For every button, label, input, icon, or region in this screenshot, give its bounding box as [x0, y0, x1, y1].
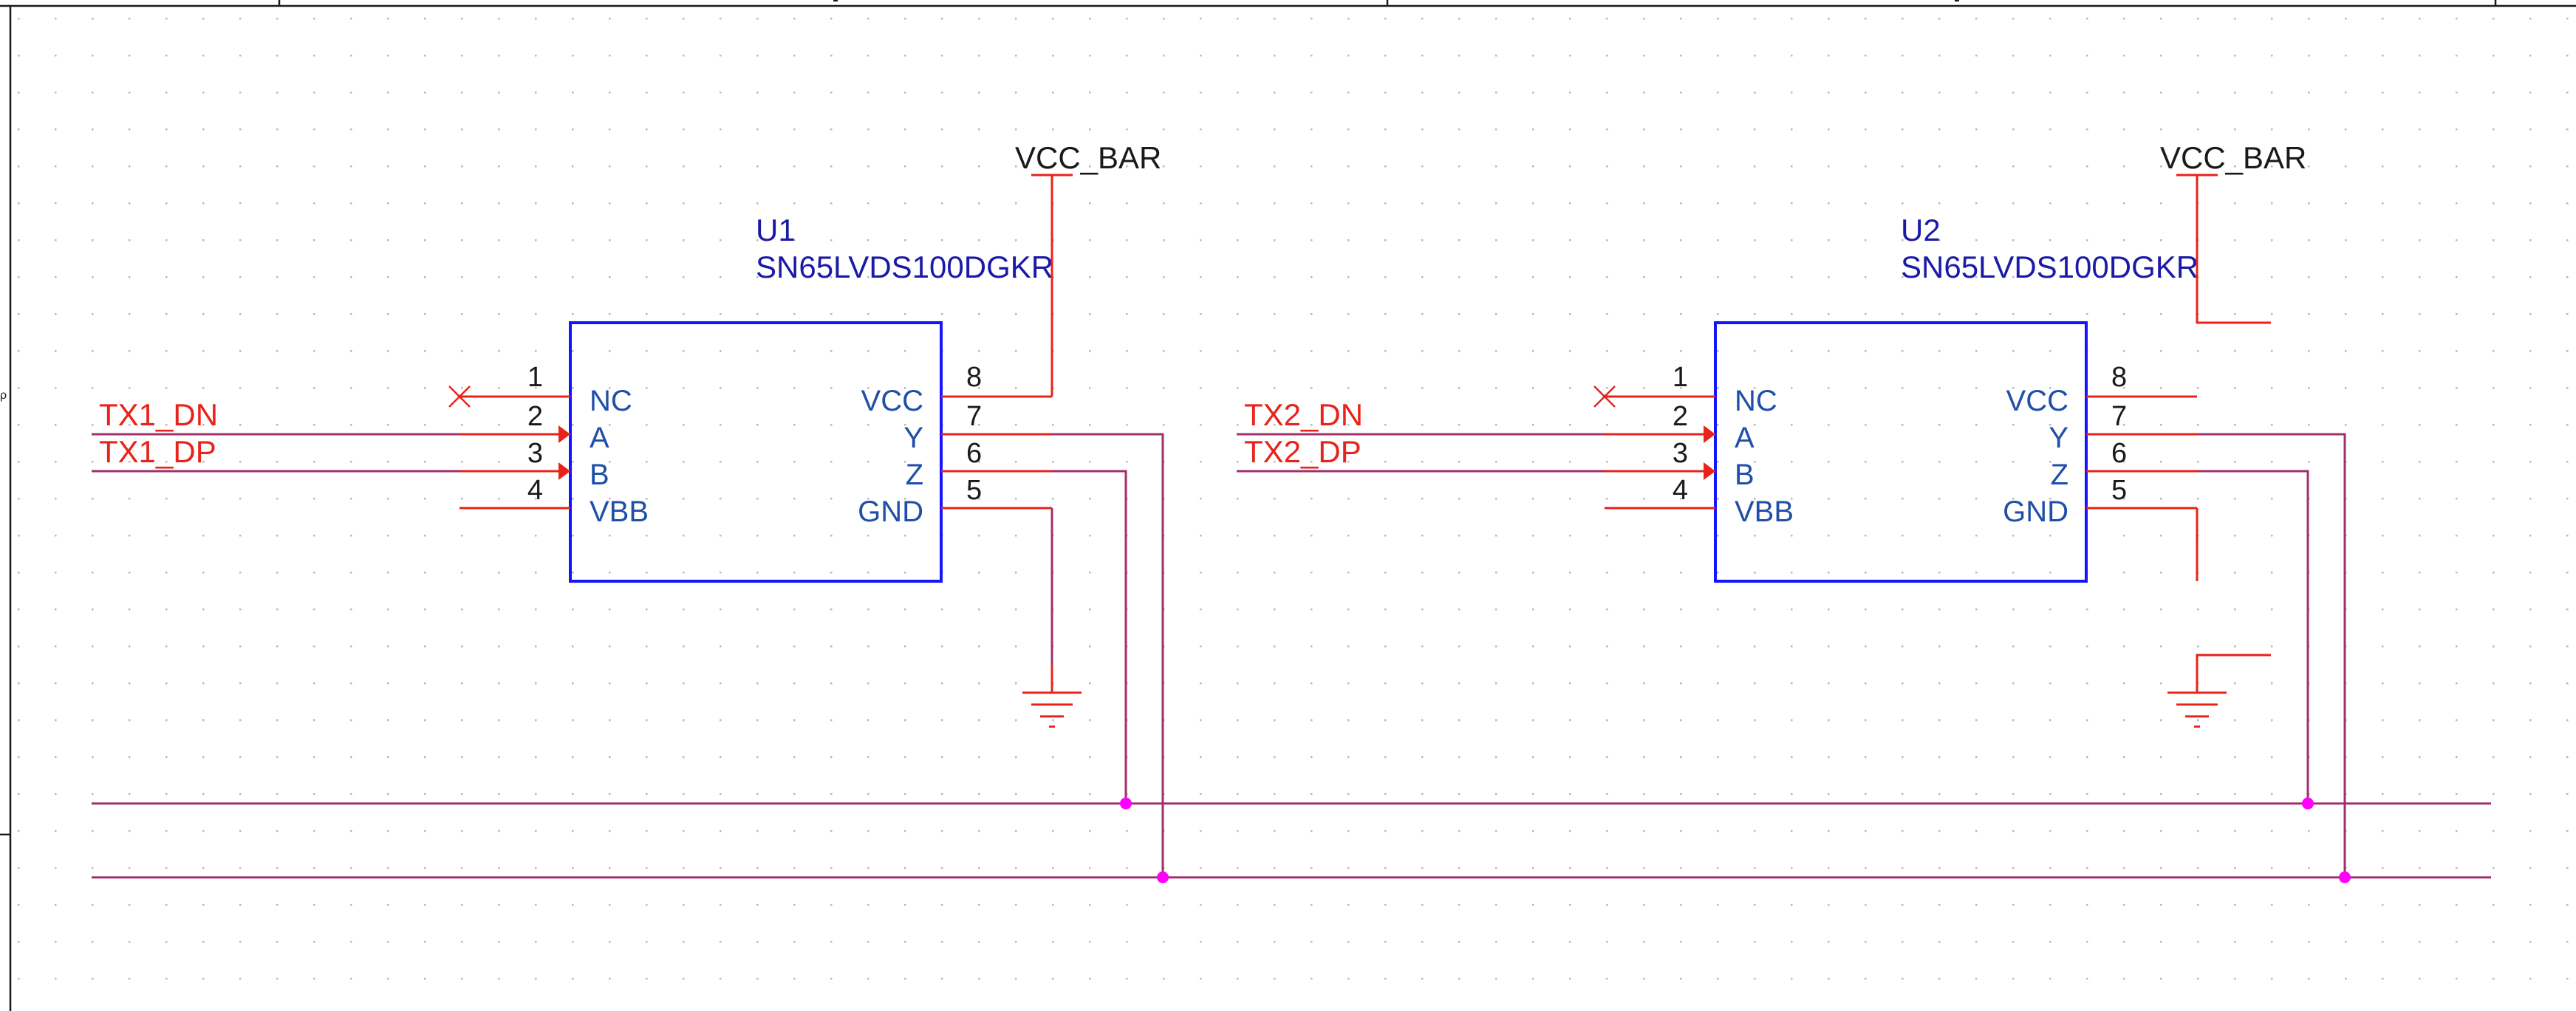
u1-pin7-name: Y	[903, 422, 923, 454]
u2-right-pins	[2086, 395, 2197, 510]
u1-part-number: SN65LVDS100DGKR	[756, 250, 1053, 284]
u1-vcc-power-symbol	[1031, 174, 1073, 397]
component-u1[interactable]: U1 SN65LVDS100DGKR 1 2 3 4 NC A B	[92, 140, 1169, 883]
u1-pin6-number: 6	[966, 438, 982, 469]
u2-vcc-label: VCC_BAR	[2160, 140, 2306, 175]
frame-marks: ρ	[0, 0, 1959, 402]
net-label-tx2-dn: TX2_DN	[1244, 397, 1363, 432]
u1-input-wires[interactable]	[92, 433, 459, 473]
u1-pin6-name: Z	[906, 459, 923, 491]
u2-pin4-number: 4	[1673, 475, 1688, 506]
u2-pin6-number: 6	[2111, 438, 2127, 469]
u1-junction-y	[1157, 871, 1169, 883]
u1-pin7-number: 7	[966, 401, 982, 432]
u2-pin8-name: VCC	[2006, 385, 2068, 417]
net-label-tx1-dp: TX1_DP	[99, 434, 216, 469]
u2-pin5-number: 5	[2111, 475, 2127, 506]
u2-pin-b-arrow	[1704, 462, 1715, 480]
u1-pin8-name: VCC	[861, 385, 923, 417]
u2-pin1-number: 1	[1673, 362, 1688, 393]
u2-pin6-name: Z	[2051, 459, 2068, 491]
u1-vcc-label: VCC_BAR	[1015, 140, 1161, 175]
u2-pin5-name: GND	[2003, 496, 2068, 528]
u1-junction-z	[1120, 798, 1132, 809]
net-label-tx1-dn: TX1_DN	[99, 397, 218, 432]
u1-body[interactable]	[569, 321, 943, 583]
u1-no-connect-icon	[448, 385, 471, 408]
u1-pin2-name: A	[590, 422, 609, 454]
u2-pin8-number: 8	[2111, 362, 2127, 393]
u2-pin3-number: 3	[1673, 438, 1688, 469]
u1-pin5-number: 5	[966, 475, 982, 506]
u2-part-number: SN65LVDS100DGKR	[1901, 250, 2199, 284]
u2-vcc-power-symbol	[2176, 174, 2271, 324]
svg-text:ρ: ρ	[0, 389, 7, 402]
u2-pin7-number: 7	[2111, 401, 2127, 432]
u2-pin-a-arrow	[1704, 425, 1715, 443]
u2-pin2-number: 2	[1673, 401, 1688, 432]
u1-pin2-number: 2	[527, 401, 543, 432]
u2-left-pins	[1605, 395, 1715, 510]
u1-pin1-name: NC	[590, 385, 632, 417]
u2-ground-icon	[2167, 654, 2271, 728]
u1-pin-b-arrow	[558, 462, 570, 480]
u1-ground-icon	[1022, 665, 1082, 728]
u2-output-wires[interactable]	[2197, 433, 2346, 877]
u1-right-pins	[941, 395, 1052, 510]
u2-body[interactable]	[1714, 321, 2088, 583]
u2-no-connect-icon	[1593, 385, 1616, 408]
u1-pin3-number: 3	[527, 438, 543, 469]
u2-refdes: U2	[1901, 213, 1941, 247]
u2-pin4-name: VBB	[1735, 496, 1794, 528]
u2-input-wires[interactable]	[1237, 433, 1605, 473]
net-label-tx2-dp: TX2_DP	[1244, 434, 1362, 469]
u1-output-wires[interactable]	[1052, 433, 1164, 877]
u1-pin1-number: 1	[527, 362, 543, 393]
u1-refdes: U1	[756, 213, 796, 247]
bus-wires[interactable]	[92, 802, 2491, 879]
u2-pin2-name: A	[1735, 422, 1755, 454]
u2-pin7-name: Y	[2049, 422, 2068, 454]
u1-pin8-number: 8	[966, 362, 982, 393]
u2-junction-z	[2302, 798, 2314, 809]
u1-left-pins	[459, 395, 570, 510]
u1-pin5-name: GND	[858, 496, 923, 528]
u1-pin4-number: 4	[527, 475, 543, 506]
component-u2[interactable]: U2 SN65LVDS100DGKR 1 2 3 4 NC A B VBB	[1237, 140, 2351, 883]
u1-pin-a-arrow	[558, 425, 570, 443]
u1-pin3-name: B	[590, 459, 609, 491]
u2-junction-y	[2339, 871, 2351, 883]
u2-pin1-name: NC	[1735, 385, 1777, 417]
u1-pin4-name: VBB	[590, 496, 649, 528]
u2-pin3-name: B	[1735, 459, 1755, 491]
